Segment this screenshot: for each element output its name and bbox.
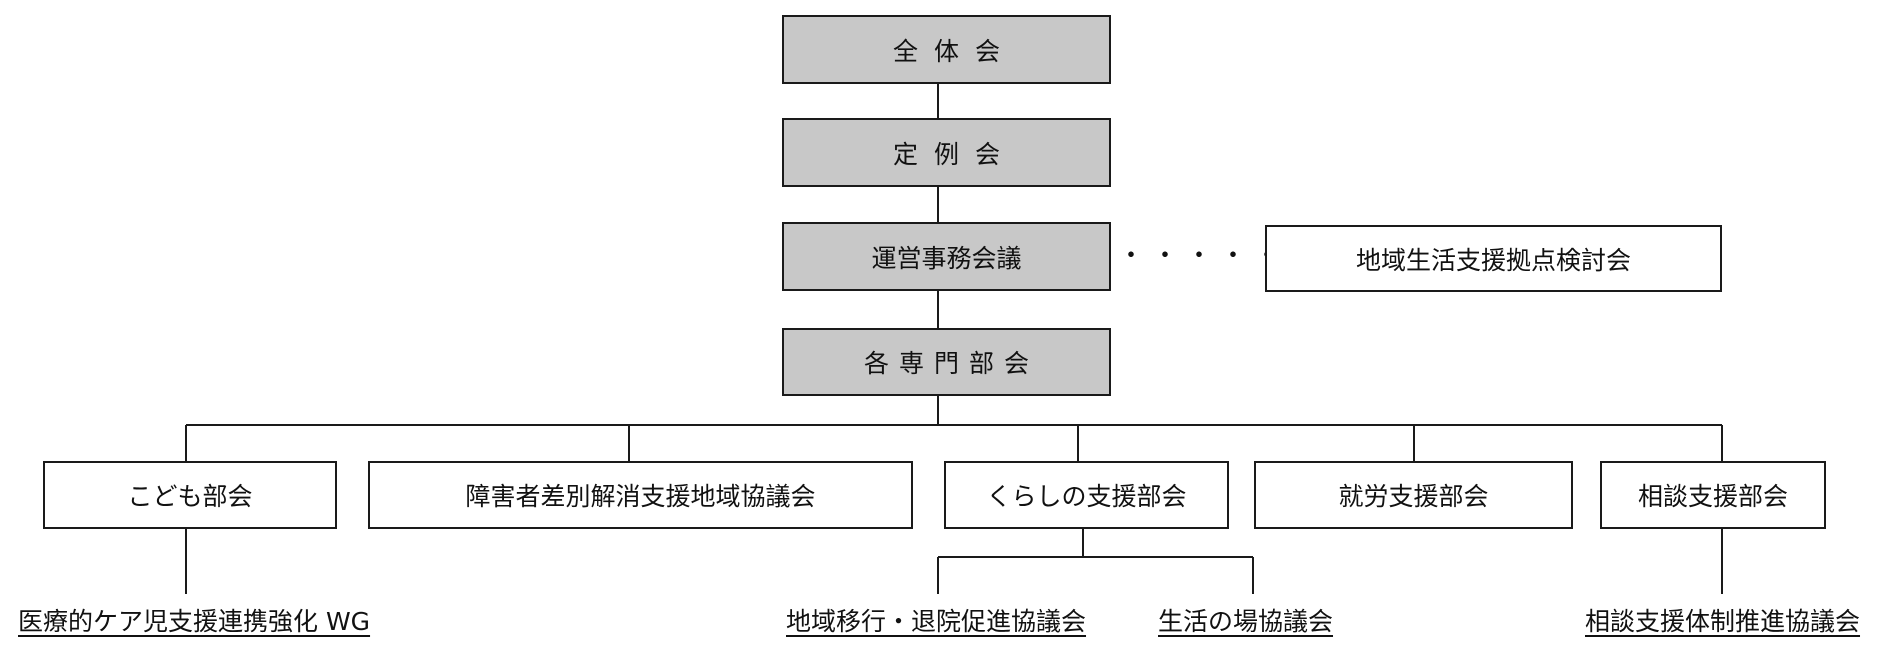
sub-chiiki-ikou: 地域移行・退院促進協議会	[786, 607, 1087, 636]
node-zentaikai: 全体会	[782, 15, 1111, 84]
node-chiiki-kyoten: 地域生活支援拠点検討会	[1265, 225, 1722, 292]
node-unei: 運営事務会議	[782, 222, 1111, 291]
node-kurashi: くらしの支援部会	[944, 461, 1229, 529]
node-teireikai: 定例会	[782, 118, 1111, 187]
connector-dots: ・・・・・	[1118, 241, 1289, 271]
sub-sodan-taisei: 相談支援体制推進協議会	[1585, 607, 1861, 636]
sub-iryoteki-care: 医療的ケア児支援連携強化 WG	[18, 607, 371, 636]
node-kodomo: こども部会	[43, 461, 337, 529]
node-kakusenmon: 各専門部会	[782, 328, 1111, 396]
sub-seikatsu-ba: 生活の場協議会	[1158, 607, 1334, 636]
node-teireikai-label: 定例会	[892, 139, 1016, 169]
node-shogaisha-sabetsu-label: 障害者差別解消支援地域協議会	[465, 482, 816, 511]
node-sodan: 相談支援部会	[1600, 461, 1826, 529]
node-unei-label: 運営事務会議	[871, 243, 1022, 273]
node-shogaisha-sabetsu: 障害者差別解消支援地域協議会	[368, 461, 913, 529]
node-chiiki-kyoten-label: 地域生活支援拠点検討会	[1355, 245, 1631, 275]
node-kurashi-label: くらしの支援部会	[986, 482, 1187, 511]
node-zentaikai-label: 全体会	[892, 36, 1016, 66]
node-kodomo-label: こども部会	[127, 482, 253, 511]
node-shuro: 就労支援部会	[1254, 461, 1573, 529]
node-sodan-label: 相談支援部会	[1637, 482, 1788, 511]
node-kakusenmon-label: 各専門部会	[863, 349, 1039, 378]
node-shuro-label: 就労支援部会	[1338, 482, 1489, 511]
